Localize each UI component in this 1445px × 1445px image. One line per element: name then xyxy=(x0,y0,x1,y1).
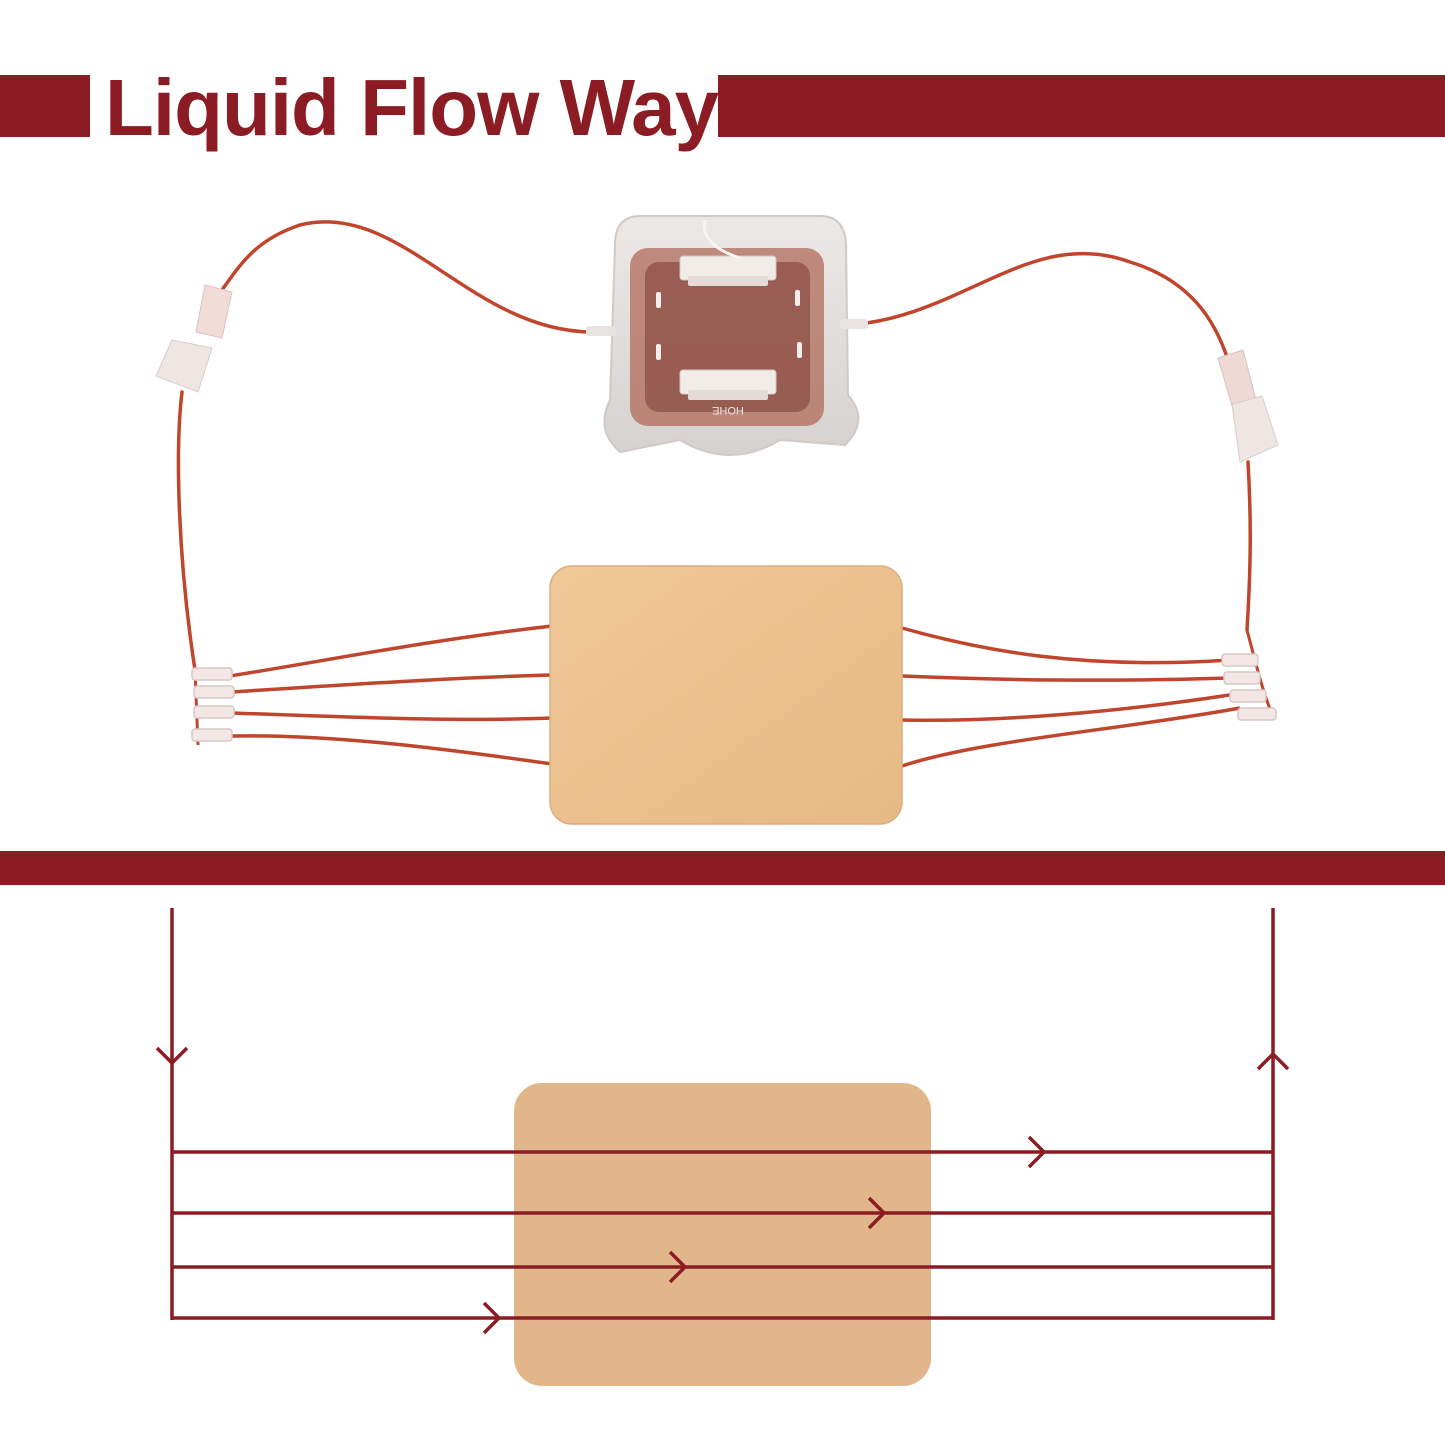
manifold-left xyxy=(191,667,235,742)
page-title: Liquid Flow Way xyxy=(105,63,719,152)
skin-pad xyxy=(549,565,903,825)
header-band-right xyxy=(718,75,1445,137)
connector-left xyxy=(155,284,233,393)
header-band-left xyxy=(0,75,90,137)
connector-right xyxy=(1217,349,1279,463)
supply-tubes xyxy=(176,220,1252,672)
branch-tubes-left xyxy=(193,624,553,766)
reservoir-box: HOHE xyxy=(586,215,868,456)
branch-tubes-right xyxy=(901,626,1274,768)
section-divider xyxy=(0,851,1445,885)
reservoir-marking: HOHE xyxy=(712,404,744,416)
manifold-right xyxy=(1221,653,1277,721)
